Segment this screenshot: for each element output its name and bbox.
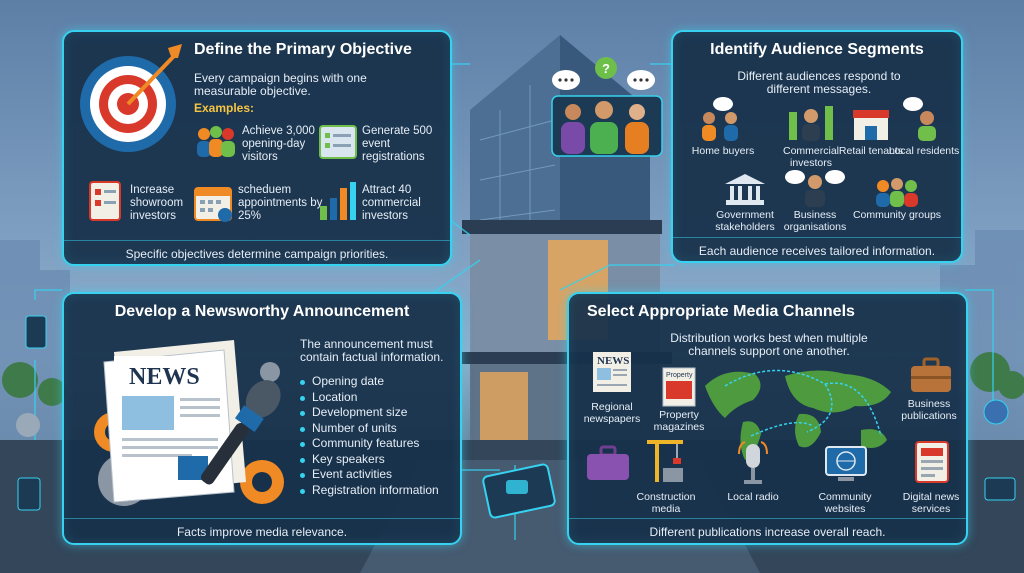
audience-footer: Each audience receives tailored informat… xyxy=(673,237,961,258)
channel-regional-newspapers: Regional newspapers xyxy=(583,401,641,425)
media-footer: Different publications increase overall … xyxy=(569,518,966,539)
media-intro: Distribution works best when multiple ch… xyxy=(670,331,868,358)
announcement-intro: The announcement must contain factual in… xyxy=(300,337,444,364)
list-item: Opening date xyxy=(298,374,439,390)
list-item: Location xyxy=(298,390,439,406)
newspaper-icon: NEWS xyxy=(593,352,631,392)
briefcase-icon xyxy=(911,357,951,392)
document-list-icon xyxy=(89,181,121,221)
registration-form-icon xyxy=(319,125,357,159)
world-map-icon xyxy=(705,369,891,460)
home-buyers-icon xyxy=(702,97,738,141)
segment-retail-tenants: Retail tenants xyxy=(838,145,904,157)
government-building-icon xyxy=(725,174,765,205)
community-group-icon xyxy=(876,178,918,207)
media-panel: Select Appropriate Media Channels Distri… xyxy=(567,292,968,545)
objective-footer: Specific objectives determine campaign p… xyxy=(64,240,450,261)
objective-panel: Define the Primary Objective Every campa… xyxy=(62,30,452,266)
calendar-icon xyxy=(194,187,232,222)
microphone-icon xyxy=(738,441,768,484)
channel-digital-news-services: Digital news services xyxy=(902,491,960,515)
people-illustration: ? xyxy=(551,57,663,157)
magazine-masthead: Property xyxy=(666,372,693,379)
channel-business-publications: Business publications xyxy=(901,398,957,422)
segment-commercial-investors: Commercial investors xyxy=(782,145,839,169)
visitors-icon xyxy=(197,126,235,157)
channel-construction-media: Construction media xyxy=(636,491,696,515)
storefront-icon xyxy=(853,110,889,140)
magazine-icon: Property xyxy=(662,367,696,407)
list-item: Number of units xyxy=(298,421,439,437)
example-appointments: scheduem appointments by 25% xyxy=(238,184,323,222)
audience-panel: Identify Audience Segments Different aud… xyxy=(671,30,963,263)
svg-text:?: ? xyxy=(602,61,610,76)
audience-intro: Different audiences respond to different… xyxy=(737,69,901,96)
announcement-title: Develop a Newsworthy Announcement xyxy=(114,303,410,320)
announcement-items: Opening date Location Development size N… xyxy=(298,374,439,498)
segment-local-residents: Local residents xyxy=(888,145,960,157)
investor-icon xyxy=(789,106,833,141)
list-item: Key speakers xyxy=(298,452,439,468)
announcement-panel: Develop a Newsworthy Announcement NEWS T… xyxy=(62,292,462,545)
list-item: Registration information xyxy=(298,483,439,499)
channel-community-websites: Community websites xyxy=(818,491,872,515)
list-item: Development size xyxy=(298,405,439,421)
segment-government-stakeholders: Government stakeholders xyxy=(715,209,775,233)
segment-business-organisations: Business organisations xyxy=(783,209,847,233)
example-showroom: Increase showroom investors xyxy=(130,184,184,222)
announcement-footer: Facts improve media relevance. xyxy=(64,518,460,539)
digital-news-icon xyxy=(915,441,949,483)
segment-home-buyers: Home buyers xyxy=(691,145,755,157)
list-item: Community features xyxy=(298,436,439,452)
audience-title: Identify Audience Segments xyxy=(710,41,924,58)
newspaper-icon-headline: NEWS xyxy=(597,355,629,367)
segment-community-groups: Community groups xyxy=(852,209,942,221)
list-item: Event activities xyxy=(298,467,439,483)
objective-title: Define the Primary Objective xyxy=(194,41,412,58)
resident-icon xyxy=(903,97,936,141)
example-registrations: Generate 500 event registrations xyxy=(362,125,433,163)
newspaper-headline: NEWS xyxy=(129,364,200,390)
examples-label: Examples: xyxy=(194,101,255,115)
toolcase-icon xyxy=(587,445,629,480)
example-investors: Attract 40 commercial investors xyxy=(362,184,421,222)
media-title: Select Appropriate Media Channels xyxy=(587,303,855,320)
crane-icon xyxy=(647,440,683,482)
example-visitors: Achieve 3,000 opening-day visitors xyxy=(242,125,315,163)
business-person-icon xyxy=(785,170,845,207)
target-icon xyxy=(80,44,182,152)
channel-property-magazines: Property magazines xyxy=(653,409,705,433)
objective-intro: Every campaign begins with one measurabl… xyxy=(194,71,367,98)
newspaper-microphone-icon: NEWS xyxy=(94,340,284,506)
channel-local-radio: Local radio xyxy=(727,491,779,503)
website-icon xyxy=(825,446,867,481)
bar-chart-icon xyxy=(320,182,356,220)
